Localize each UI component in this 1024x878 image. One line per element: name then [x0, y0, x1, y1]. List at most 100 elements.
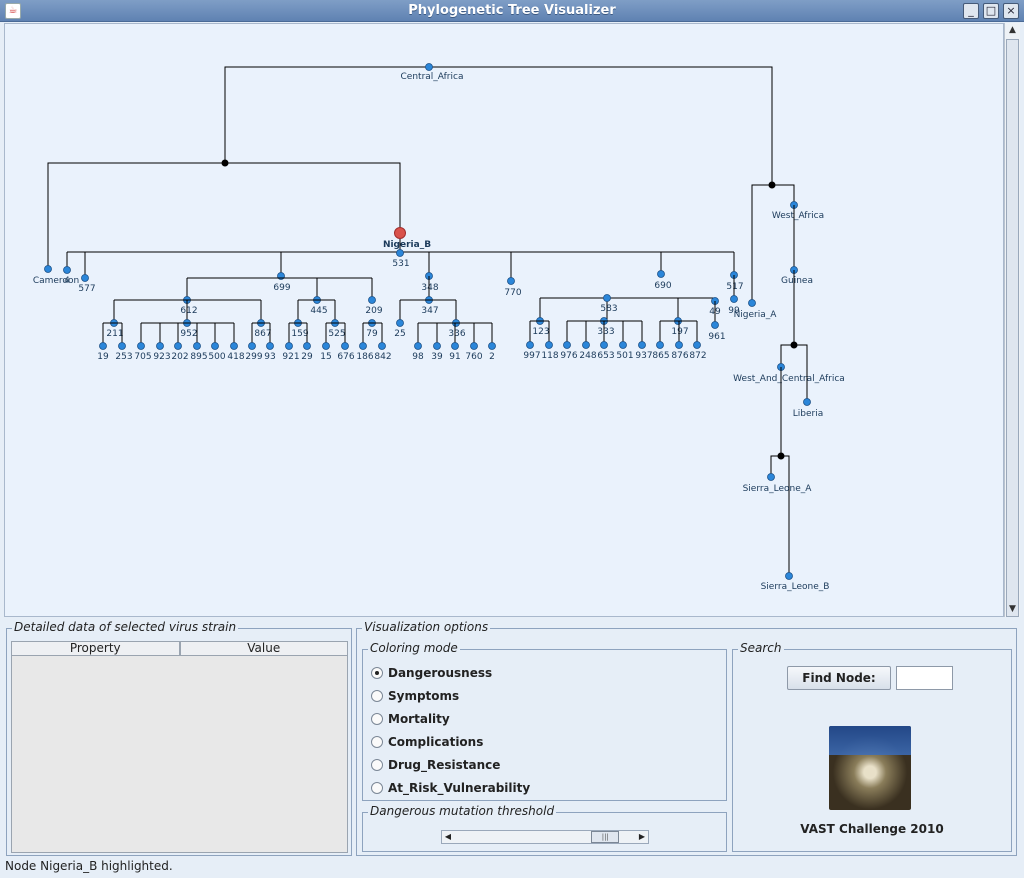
- node-label[interactable]: Nigeria_B: [383, 240, 431, 250]
- tree-node[interactable]: [322, 342, 330, 350]
- selected-node-nigeria-b[interactable]: [394, 227, 406, 239]
- tree-node[interactable]: [675, 341, 683, 349]
- node-label[interactable]: Nigeria_A: [734, 310, 778, 320]
- node-label[interactable]: 98: [412, 352, 424, 362]
- node-label[interactable]: 25: [394, 329, 405, 339]
- node-label[interactable]: 2: [489, 352, 495, 362]
- node-label[interactable]: 39: [431, 352, 443, 362]
- node-label[interactable]: 445: [310, 306, 327, 316]
- tree-node[interactable]: [378, 342, 386, 350]
- node-label[interactable]: 867: [254, 329, 271, 339]
- node-label[interactable]: 705: [134, 352, 151, 362]
- java-app-icon[interactable]: ☕: [5, 3, 21, 19]
- node-label[interactable]: 583: [600, 304, 617, 314]
- scroll-right-arrow-icon[interactable]: ▶: [638, 832, 646, 841]
- node-label[interactable]: 93: [264, 352, 275, 362]
- node-label[interactable]: 29: [301, 352, 313, 362]
- node-label[interactable]: 501: [616, 351, 633, 361]
- node-label[interactable]: Cameroon: [33, 276, 79, 286]
- tree-node[interactable]: [638, 341, 646, 349]
- node-label[interactable]: 336: [448, 329, 465, 339]
- node-label[interactable]: 923: [153, 352, 170, 362]
- tree-node[interactable]: [44, 265, 52, 273]
- scrollbar-thumb[interactable]: [1006, 39, 1019, 617]
- scroll-left-arrow-icon[interactable]: ◀: [444, 832, 452, 841]
- node-label[interactable]: Sierra_Leone_A: [743, 484, 813, 494]
- scroll-down-arrow-icon[interactable]: ▼: [1009, 604, 1016, 614]
- node-label[interactable]: 690: [654, 281, 671, 291]
- tree-node[interactable]: [359, 342, 367, 350]
- tree-node[interactable]: [767, 473, 775, 481]
- node-label[interactable]: 333: [597, 327, 614, 337]
- tree-node[interactable]: [193, 342, 201, 350]
- tree-node[interactable]: [368, 296, 376, 304]
- node-label[interactable]: 865: [652, 351, 669, 361]
- tree-node[interactable]: [451, 342, 459, 350]
- node-label[interactable]: 976: [560, 351, 577, 361]
- tree-node[interactable]: [526, 341, 534, 349]
- node-label[interactable]: 500: [208, 352, 225, 362]
- node-label[interactable]: 952: [180, 329, 197, 339]
- node-label[interactable]: West_Africa: [772, 211, 824, 221]
- tree-node[interactable]: [396, 249, 404, 257]
- node-label[interactable]: 4: [64, 276, 70, 286]
- node-label[interactable]: 577: [78, 284, 95, 294]
- node-label[interactable]: 895: [190, 352, 207, 362]
- radio-symptoms[interactable]: Symptoms: [371, 689, 459, 703]
- tree-node[interactable]: [563, 341, 571, 349]
- property-column-header[interactable]: Property: [11, 641, 180, 656]
- radio-icon[interactable]: [371, 690, 383, 702]
- find-node-input[interactable]: [896, 666, 953, 690]
- node-label[interactable]: 418: [227, 352, 244, 362]
- node-label[interactable]: 15: [320, 352, 331, 362]
- tree-node[interactable]: [396, 319, 404, 327]
- node-label[interactable]: Central_Africa: [401, 72, 464, 82]
- tree-node[interactable]: [657, 270, 665, 278]
- node-label[interactable]: 202: [171, 352, 188, 362]
- tree-node[interactable]: [341, 342, 349, 350]
- tree-node[interactable]: [174, 342, 182, 350]
- node-label[interactable]: 872: [689, 351, 706, 361]
- node-label[interactable]: 997: [523, 351, 540, 361]
- tree-node[interactable]: [507, 277, 515, 285]
- radio-mortality[interactable]: Mortality: [371, 712, 450, 726]
- node-label[interactable]: 123: [532, 327, 549, 337]
- radio-dangerousness[interactable]: Dangerousness: [371, 666, 492, 680]
- tree-node[interactable]: [137, 342, 145, 350]
- radio-at-risk-vulnerability[interactable]: At_Risk_Vulnerability: [371, 781, 530, 795]
- node-label[interactable]: 760: [465, 352, 482, 362]
- node-label[interactable]: 253: [115, 352, 132, 362]
- radio-icon[interactable]: [371, 782, 383, 794]
- tree-node[interactable]: [303, 342, 311, 350]
- node-label[interactable]: 937: [635, 351, 652, 361]
- threshold-thumb[interactable]: |||: [591, 831, 620, 843]
- tree-node[interactable]: [600, 341, 608, 349]
- tree-node[interactable]: [545, 341, 553, 349]
- tree-node[interactable]: [619, 341, 627, 349]
- scroll-up-arrow-icon[interactable]: ▲: [1009, 25, 1016, 35]
- tree-node[interactable]: [582, 341, 590, 349]
- tree-node[interactable]: [266, 342, 274, 350]
- node-label[interactable]: 159: [291, 329, 308, 339]
- node-label[interactable]: 347: [421, 306, 438, 316]
- radio-drug-resistance[interactable]: Drug_Resistance: [371, 758, 500, 772]
- node-label[interactable]: 186: [356, 352, 373, 362]
- node-label[interactable]: 876: [671, 351, 688, 361]
- tree-node[interactable]: [248, 342, 256, 350]
- node-label[interactable]: 699: [273, 283, 290, 293]
- tree-node[interactable]: [711, 321, 719, 329]
- node-label[interactable]: 99: [728, 306, 740, 316]
- tree-node[interactable]: [730, 295, 738, 303]
- tree-node[interactable]: [470, 342, 478, 350]
- node-label[interactable]: Guinea: [781, 276, 813, 286]
- node-label[interactable]: West_And_Central_Africa: [733, 374, 845, 384]
- radio-icon[interactable]: [371, 736, 383, 748]
- tree-node[interactable]: [488, 342, 496, 350]
- node-label[interactable]: 348: [421, 283, 438, 293]
- tree-node[interactable]: [785, 572, 793, 580]
- radio-icon[interactable]: [371, 759, 383, 771]
- radio-complications[interactable]: Complications: [371, 735, 483, 749]
- tree-node[interactable]: [693, 341, 701, 349]
- node-label[interactable]: 842: [374, 352, 391, 362]
- node-label[interactable]: 197: [671, 327, 688, 337]
